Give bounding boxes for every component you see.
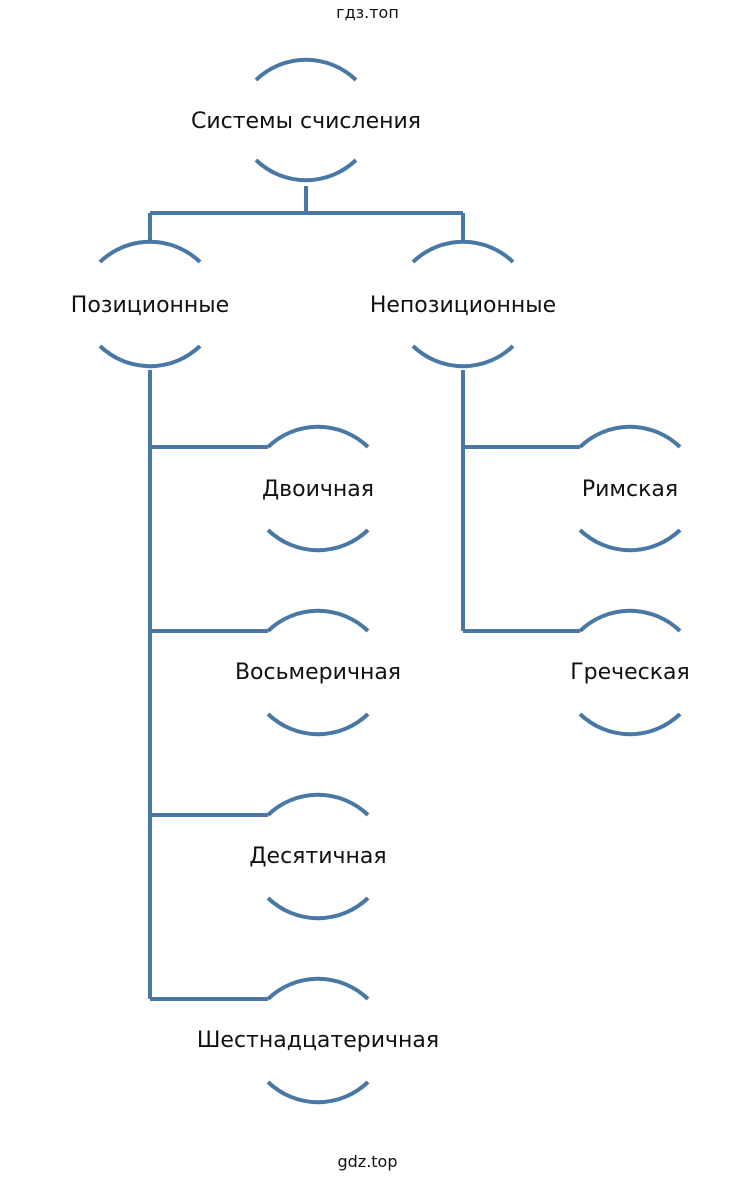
node-nonpositional-top-arc bbox=[411, 239, 515, 264]
node-roman-top-arc bbox=[578, 424, 682, 449]
node-root-label: Системы счисления bbox=[191, 109, 421, 134]
node-binary-bottom-arc bbox=[266, 528, 370, 553]
node-hexadecimal: Шестнадцатеричная bbox=[197, 976, 439, 1105]
node-hexadecimal-label: Шестнадцатеричная bbox=[197, 1028, 439, 1053]
node-decimal: Десятичная bbox=[249, 792, 387, 921]
node-positional-top-arc bbox=[98, 239, 202, 264]
node-greek-top-arc bbox=[578, 608, 682, 633]
node-binary: Двоичная bbox=[262, 424, 374, 553]
node-roman-bottom-arc bbox=[578, 528, 682, 553]
node-nonpositional-bottom-arc bbox=[411, 344, 515, 369]
node-binary-label: Двоичная bbox=[262, 477, 374, 502]
watermark-top: гдз.топ bbox=[336, 3, 399, 22]
node-octal-label: Восьмеричная bbox=[235, 660, 401, 685]
node-nonpositional: Непозиционные bbox=[370, 239, 556, 369]
node-octal: Восьмеричная bbox=[235, 608, 401, 737]
node-root-bottom-arc bbox=[254, 158, 358, 183]
node-hexadecimal-top-arc bbox=[266, 976, 370, 1001]
connectors bbox=[148, 186, 580, 1001]
node-roman: Римская bbox=[578, 424, 682, 553]
node-hexadecimal-bottom-arc bbox=[266, 1080, 370, 1105]
node-positional: Позиционные bbox=[71, 239, 229, 369]
node-decimal-label: Десятичная bbox=[249, 844, 386, 869]
node-greek-label: Греческая bbox=[570, 660, 690, 685]
node-root: Системы счисления bbox=[191, 57, 421, 183]
node-binary-top-arc bbox=[266, 424, 370, 449]
node-decimal-top-arc bbox=[266, 792, 370, 817]
node-octal-top-arc bbox=[266, 608, 370, 633]
watermark-bottom: gdz.top bbox=[337, 1152, 398, 1171]
node-octal-bottom-arc bbox=[266, 712, 370, 737]
node-positional-label: Позиционные bbox=[71, 293, 229, 318]
node-greek: Греческая bbox=[570, 608, 690, 737]
node-root-top-arc bbox=[254, 57, 358, 82]
node-greek-bottom-arc bbox=[578, 712, 682, 737]
node-nonpositional-label: Непозиционные bbox=[370, 293, 556, 318]
node-positional-bottom-arc bbox=[98, 344, 202, 369]
node-roman-label: Римская bbox=[582, 477, 678, 502]
node-decimal-bottom-arc bbox=[266, 896, 370, 921]
